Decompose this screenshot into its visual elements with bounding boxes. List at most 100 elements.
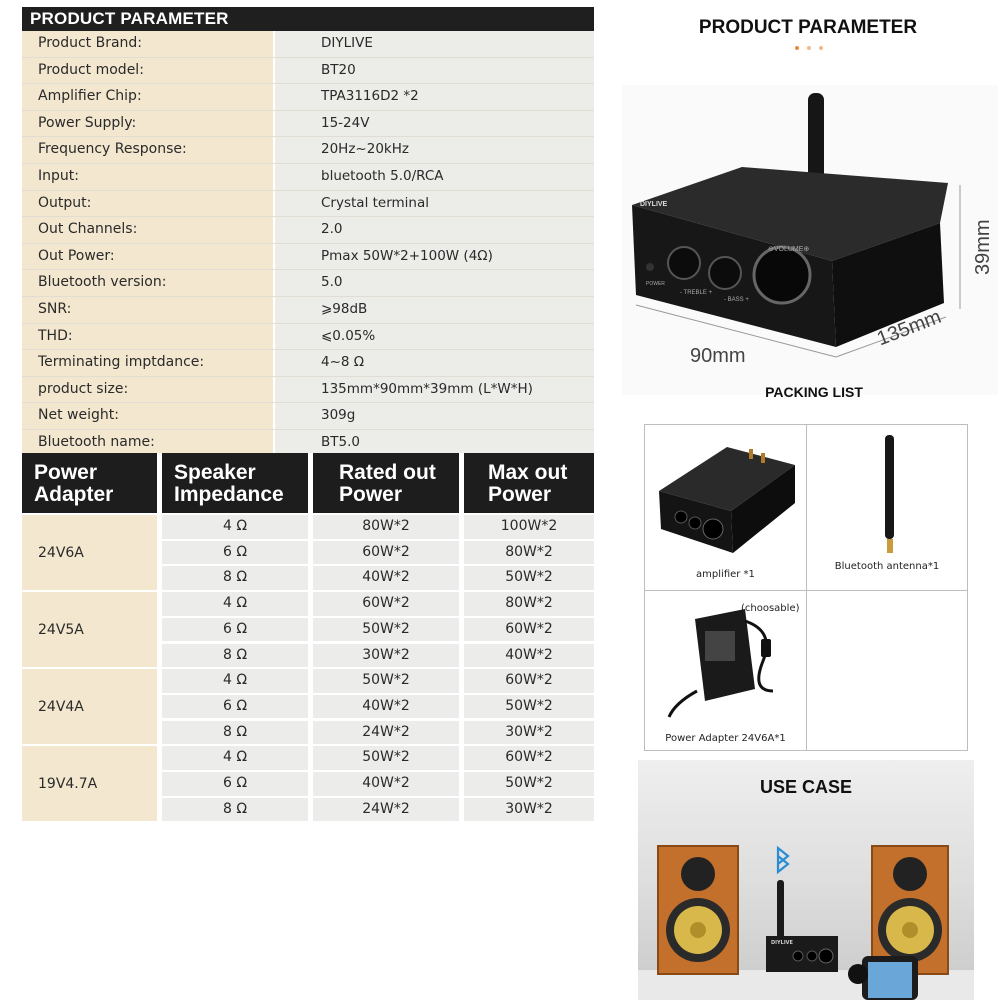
impedance-cell: 8 Ω bbox=[162, 643, 308, 667]
parameter-value: 5.0 bbox=[275, 270, 594, 296]
use-case-image: USE CASE DIYLIVE bbox=[638, 760, 974, 1000]
impedance-cell: 6 Ω bbox=[162, 540, 308, 565]
header-power-adapter: Power Adapter bbox=[22, 453, 157, 513]
parameter-label: Out Power: bbox=[22, 243, 275, 270]
parameter-row: SNR:⩾98dB bbox=[22, 296, 594, 324]
packing-list-title: PACKING LIST bbox=[765, 384, 863, 400]
treble-knob-label: - TREBLE + bbox=[680, 290, 713, 296]
grid-divider bbox=[645, 590, 967, 591]
title-dot bbox=[807, 46, 811, 50]
height-dimension: 39mm bbox=[972, 219, 994, 275]
parameter-label: product size: bbox=[22, 376, 275, 403]
impedance-cell: 6 Ω bbox=[162, 694, 308, 719]
parameter-row: Out Channels:2.0 bbox=[22, 217, 594, 244]
parameter-label: Out Channels: bbox=[22, 217, 275, 243]
amplifier-product-image: DIYLIVE POWER - TREBLE + - BASS + ⊖VOLUM… bbox=[622, 85, 998, 395]
header-speaker-impedance: Speaker Impedance bbox=[162, 453, 308, 513]
parameter-row: Frequency Response:20Hz~20kHz bbox=[22, 137, 594, 164]
max-power-cell: 100W*2 bbox=[464, 515, 594, 539]
rated-power-cell: 50W*2 bbox=[313, 669, 459, 693]
rated-power-cell: 50W*2 bbox=[313, 617, 459, 642]
power-adapter-cell: 24V4A bbox=[22, 669, 157, 745]
power-output-table: Power Adapter Speaker Impedance Rated ou… bbox=[22, 453, 594, 827]
parameter-row: Terminating imptdance:4~8 Ω bbox=[22, 350, 594, 377]
parameter-row: Out Power:Pmax 50W*2+100W (4Ω) bbox=[22, 243, 594, 271]
parameter-label: Frequency Response: bbox=[22, 137, 275, 163]
amplifier-brand-mark: DIYLIVE bbox=[640, 201, 668, 208]
use-case-title: USE CASE bbox=[759, 777, 853, 797]
max-power-cell: 80W*2 bbox=[464, 592, 594, 616]
power-adapter-label: 24V6A bbox=[38, 544, 84, 561]
rated-power-cell: 40W*2 bbox=[313, 694, 459, 719]
impedance-cell: 6 Ω bbox=[162, 772, 308, 796]
parameter-row: Amplifier Chip:TPA3116D2 *2 bbox=[22, 84, 594, 111]
power-switch-label: POWER bbox=[646, 281, 665, 287]
max-power-cell: 40W*2 bbox=[464, 643, 594, 667]
max-power-cell: 60W*2 bbox=[464, 669, 594, 693]
max-power-cell: 50W*2 bbox=[464, 772, 594, 796]
parameter-label: Output: bbox=[22, 190, 275, 217]
power-adapter-label: 24V4A bbox=[38, 698, 84, 715]
rated-power-cell: 24W*2 bbox=[313, 797, 459, 822]
parameter-label: THD: bbox=[22, 323, 275, 350]
rated-power-cell: 80W*2 bbox=[313, 515, 459, 539]
power-adapter-cell: 24V5A bbox=[22, 592, 157, 668]
max-power-cell: 50W*2 bbox=[464, 566, 594, 590]
header-rated-power: Rated out Power bbox=[313, 453, 459, 513]
max-power-cell: 60W*2 bbox=[464, 746, 594, 770]
parameter-value: 4~8 Ω bbox=[275, 350, 594, 376]
parameter-label: SNR: bbox=[22, 296, 275, 323]
parameter-value: 20Hz~20kHz bbox=[275, 137, 594, 163]
parameter-value: ⩽0.05% bbox=[275, 323, 594, 350]
max-power-cell: 60W*2 bbox=[464, 617, 594, 642]
rated-power-cell: 40W*2 bbox=[313, 566, 459, 590]
impedance-cell: 8 Ω bbox=[162, 566, 308, 590]
parameter-value: DIYLIVE bbox=[275, 31, 594, 57]
amplifier-thumbnail bbox=[659, 447, 795, 553]
parameter-value: ⩾98dB bbox=[275, 296, 594, 323]
parameter-row: Product Brand:DIYLIVE bbox=[22, 31, 594, 58]
parameter-label: Bluetooth name: bbox=[22, 429, 275, 456]
antenna-thumbnail bbox=[885, 435, 894, 553]
parameter-value: BT5.0 bbox=[275, 429, 594, 456]
packing-list-grid: amplifier *1 Bluetooth antenna*1 Power A… bbox=[644, 424, 968, 751]
parameter-row: Input:bluetooth 5.0/RCA bbox=[22, 163, 594, 191]
parameter-label: Amplifier Chip: bbox=[22, 84, 275, 110]
rated-power-cell: 60W*2 bbox=[313, 540, 459, 565]
power-adapter-cell: 24V6A bbox=[22, 515, 157, 591]
rated-power-cell: 60W*2 bbox=[313, 592, 459, 616]
parameter-row: product size:135mm*90mm*39mm (L*W*H) bbox=[22, 376, 594, 404]
grid-divider bbox=[806, 425, 807, 750]
volume-knob-label: ⊖VOLUME⊕ bbox=[768, 246, 810, 253]
parameter-value: bluetooth 5.0/RCA bbox=[275, 163, 594, 190]
packing-item-power-adapter: Power Adapter 24V6A*1 bbox=[645, 591, 806, 750]
header-max-power: Max out Power bbox=[464, 453, 594, 513]
choosable-note: (choosable) bbox=[741, 603, 800, 614]
parameter-row: Output:Crystal terminal bbox=[22, 190, 594, 218]
rated-power-cell: 40W*2 bbox=[313, 772, 459, 796]
speaker-setup-illustration bbox=[638, 845, 974, 1000]
parameter-value: TPA3116D2 *2 bbox=[275, 84, 594, 110]
width-dimension: 90mm bbox=[690, 345, 746, 367]
parameter-value: 135mm*90mm*39mm (L*W*H) bbox=[275, 376, 594, 403]
amplifier-caption: amplifier *1 bbox=[696, 569, 755, 580]
parameter-value: Crystal terminal bbox=[275, 190, 594, 217]
impedance-cell: 4 Ω bbox=[162, 515, 308, 539]
packing-item-antenna: Bluetooth antenna*1 bbox=[807, 425, 967, 590]
antenna-caption: Bluetooth antenna*1 bbox=[834, 561, 940, 572]
impedance-cell: 4 Ω bbox=[162, 746, 308, 770]
parameter-label: Input: bbox=[22, 163, 275, 190]
parameter-row: Bluetooth version:5.0 bbox=[22, 270, 594, 297]
title-dot bbox=[819, 46, 823, 50]
parameter-table-title: PRODUCT PARAMETER bbox=[22, 7, 594, 31]
parameter-row: Product model:BT20 bbox=[22, 57, 594, 85]
rated-power-cell: 24W*2 bbox=[313, 720, 459, 745]
parameter-label: Product model: bbox=[22, 57, 275, 84]
power-adapter-label: 19V4.7A bbox=[38, 775, 98, 792]
amplifier-illustration bbox=[632, 93, 961, 358]
product-section-title: PRODUCT PARAMETER bbox=[698, 17, 918, 38]
parameter-label: Power Supply: bbox=[22, 110, 275, 137]
parameter-value: 15-24V bbox=[275, 110, 594, 137]
bass-knob-label: - BASS + bbox=[724, 297, 749, 303]
